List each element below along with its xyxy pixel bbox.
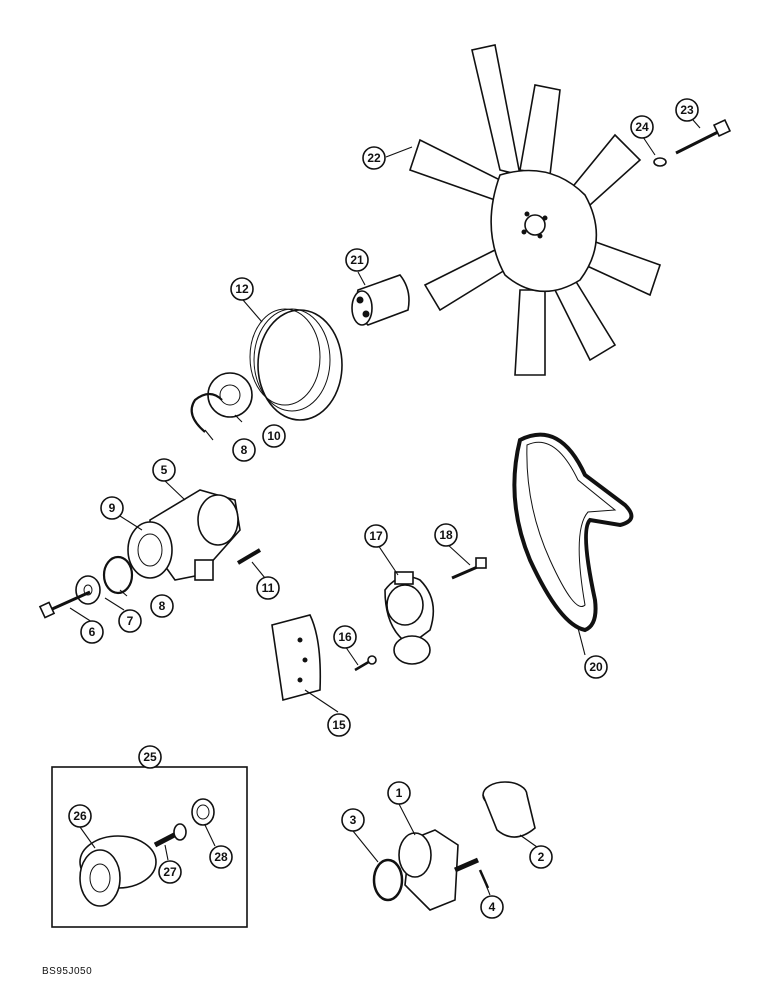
callout-27: 27 xyxy=(158,860,182,884)
pump-screw xyxy=(478,869,490,889)
svg-text:7: 7 xyxy=(127,614,134,628)
svg-text:5: 5 xyxy=(161,463,168,477)
fan-blade xyxy=(584,238,662,297)
callout-26: 26 xyxy=(68,804,92,828)
fan xyxy=(408,44,662,376)
fan-bolt-hole xyxy=(521,229,527,235)
callout-10: 10 xyxy=(262,424,286,448)
leader-lines xyxy=(69,119,701,896)
pump-pulley xyxy=(482,781,536,838)
snap-ring xyxy=(102,555,134,595)
svg-text:15: 15 xyxy=(332,718,346,732)
svg-text:20: 20 xyxy=(589,660,603,674)
fan-bolt xyxy=(675,118,732,155)
fan-pulley xyxy=(249,308,343,421)
tensioner-bolt xyxy=(38,590,91,619)
svg-text:8: 8 xyxy=(159,599,166,613)
callout-12: 12 xyxy=(230,277,254,301)
callout-11: 11 xyxy=(256,576,280,600)
callout-4: 4 xyxy=(480,895,504,919)
svg-text:8: 8 xyxy=(241,443,248,457)
svg-text:4: 4 xyxy=(489,900,496,914)
snap-ring xyxy=(190,392,223,433)
callout-5: 5 xyxy=(152,458,176,482)
callout-17: 17 xyxy=(364,524,388,548)
document-code: BS95J050 xyxy=(42,966,93,977)
stud xyxy=(236,548,262,565)
tensioner-housing xyxy=(149,489,241,581)
svg-text:9: 9 xyxy=(109,501,116,515)
callout-1: 1 xyxy=(387,781,411,805)
callout-20: 20 xyxy=(584,655,608,679)
callout-6: 6 xyxy=(80,620,104,644)
callout-9: 9 xyxy=(100,496,124,520)
callout-3: 3 xyxy=(341,808,365,832)
o-ring xyxy=(372,858,404,902)
fan-blade xyxy=(423,248,507,312)
svg-text:21: 21 xyxy=(350,253,364,267)
fan-spacer xyxy=(351,274,410,326)
callout-15: 15 xyxy=(327,713,351,737)
fan-blade xyxy=(471,44,522,177)
washer xyxy=(75,575,101,605)
callout-24: 24 xyxy=(630,115,654,139)
mounting-plate xyxy=(271,614,322,702)
svg-text:28: 28 xyxy=(214,850,228,864)
screw xyxy=(354,655,377,672)
fan-bolt-hole xyxy=(542,215,548,221)
callout-25: 25 xyxy=(138,745,162,769)
drive-belt xyxy=(512,432,634,633)
callout-8: 8 xyxy=(232,438,256,462)
svg-text:27: 27 xyxy=(163,865,177,879)
svg-text:23: 23 xyxy=(680,103,694,117)
fan-blade xyxy=(514,289,546,376)
water-pump xyxy=(398,829,479,911)
idler-seal xyxy=(191,798,215,826)
svg-text:16: 16 xyxy=(338,630,352,644)
callout-7: 7 xyxy=(118,609,142,633)
callout-2: 2 xyxy=(529,845,553,869)
svg-text:3: 3 xyxy=(350,813,357,827)
fan-blade xyxy=(408,138,501,202)
idler-pulley xyxy=(79,835,157,907)
callout-23: 23 xyxy=(675,98,699,122)
fan-bolt-hole xyxy=(537,233,543,239)
callout-8: 8 xyxy=(150,594,174,618)
callout-18: 18 xyxy=(434,523,458,547)
svg-text:25: 25 xyxy=(143,750,157,764)
svg-text:24: 24 xyxy=(635,120,649,134)
belt-tensioner xyxy=(384,571,435,665)
callout-16: 16 xyxy=(333,625,357,649)
fan-bolt-hole xyxy=(524,211,530,217)
svg-text:18: 18 xyxy=(439,528,453,542)
fan-blade xyxy=(553,278,617,362)
svg-text:22: 22 xyxy=(367,151,381,165)
svg-text:1: 1 xyxy=(396,786,403,800)
fan-washer xyxy=(653,157,667,167)
svg-text:6: 6 xyxy=(89,625,96,639)
callout-21: 21 xyxy=(345,248,369,272)
callout-22: 22 xyxy=(362,146,386,170)
tensioner-mount-bolt xyxy=(451,557,487,580)
svg-text:2: 2 xyxy=(538,850,545,864)
svg-text:12: 12 xyxy=(235,282,249,296)
svg-text:17: 17 xyxy=(369,529,383,543)
callout-28: 28 xyxy=(209,845,233,869)
fan-blade xyxy=(519,84,561,176)
svg-text:26: 26 xyxy=(73,809,87,823)
bearing xyxy=(127,521,173,579)
svg-text:10: 10 xyxy=(267,429,281,443)
fan-center-hole xyxy=(524,214,546,236)
pulley-hub xyxy=(207,372,253,418)
svg-text:11: 11 xyxy=(262,581,275,595)
idler-shaft xyxy=(153,823,187,848)
